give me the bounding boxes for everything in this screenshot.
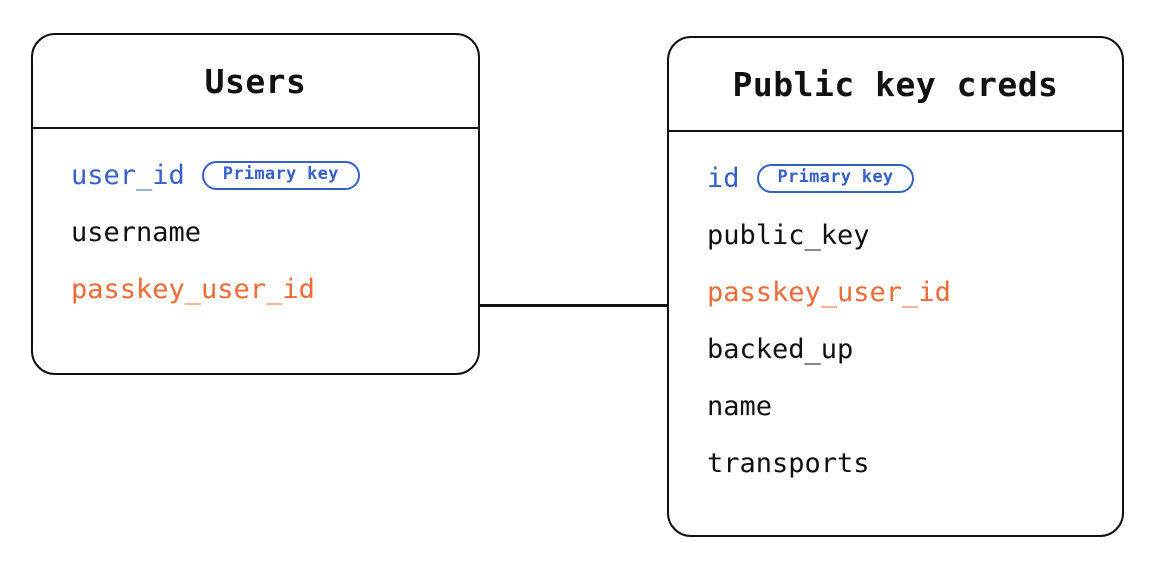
field-row[interactable]: public_key [707, 207, 1122, 264]
entity-users-title: Users [33, 35, 478, 129]
field-row[interactable]: user_id Primary key [71, 147, 478, 204]
field-name-username: username [71, 217, 202, 248]
field-name-name: name [707, 391, 773, 422]
relationship-connector-line [478, 304, 669, 307]
field-name-backed-up: backed_up [707, 334, 854, 365]
field-row[interactable]: transports [707, 435, 1122, 492]
field-name-id: id [707, 163, 740, 194]
primary-key-badge: Primary key [756, 164, 915, 193]
field-row[interactable]: name [707, 378, 1122, 435]
field-row[interactable]: id Primary key [707, 150, 1122, 207]
field-name-public-key: public_key [707, 220, 870, 251]
entity-users[interactable]: Users user_id Primary key username passk… [31, 33, 480, 375]
entity-public-key-creds[interactable]: Public key creds id Primary key public_k… [667, 36, 1124, 537]
entity-users-field-list: user_id Primary key username passkey_use… [33, 129, 478, 318]
field-row[interactable]: passkey_user_id [707, 264, 1122, 321]
field-row[interactable]: backed_up [707, 321, 1122, 378]
primary-key-badge: Primary key [201, 161, 360, 190]
field-name-transports: transports [707, 448, 870, 479]
field-row[interactable]: username [71, 204, 478, 261]
field-row[interactable]: passkey_user_id [71, 261, 478, 318]
field-name-user-id: user_id [71, 160, 185, 191]
field-name-passkey-user-id: passkey_user_id [71, 274, 315, 305]
field-name-passkey-user-id: passkey_user_id [707, 277, 951, 308]
entity-public-key-creds-field-list: id Primary key public_key passkey_user_i… [669, 132, 1122, 492]
entity-public-key-creds-title: Public key creds [669, 38, 1122, 132]
